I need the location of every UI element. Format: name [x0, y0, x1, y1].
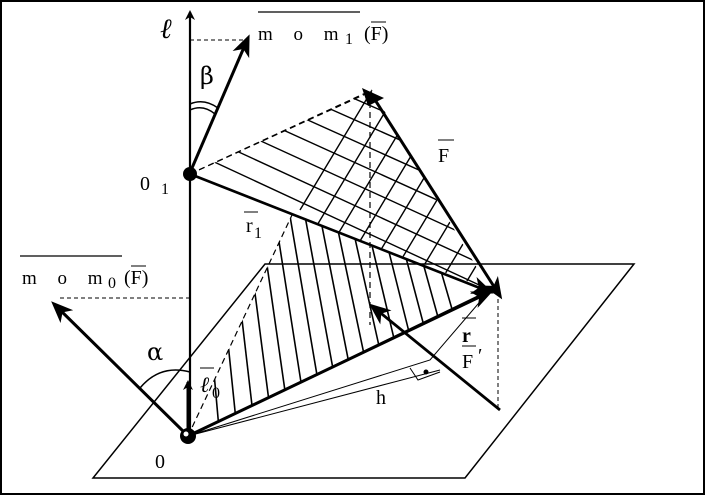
h-line [187, 369, 441, 437]
lower-hatch [199, 215, 490, 436]
beta-label: β [200, 62, 214, 90]
svg-text:0: 0 [140, 173, 150, 195]
point-O [180, 428, 196, 444]
o1-label: 0 1 [140, 173, 169, 198]
l0-label: ℓ 0 [200, 367, 220, 402]
h-label: h [376, 387, 386, 409]
right-angle-dot [423, 369, 429, 375]
svg-text:F: F [462, 351, 473, 373]
alpha-arc [139, 369, 191, 389]
svg-text:′: ′ [478, 345, 482, 367]
svg-text:1: 1 [254, 225, 262, 242]
force-F-label: F [438, 139, 454, 167]
r-vector [187, 290, 494, 438]
origin-label: 0 [155, 451, 165, 473]
force-F-vector [368, 91, 503, 300]
r1-vector [189, 172, 494, 294]
svg-text:(F): (F) [124, 267, 148, 289]
beta-arc-inner [189, 107, 216, 115]
svg-text:0: 0 [108, 275, 116, 292]
svg-text:1: 1 [161, 181, 169, 198]
svg-text:1: 1 [345, 31, 353, 48]
mom-o-label: m o m 0 (F) [20, 255, 148, 292]
svg-text:m o m: m o m [22, 268, 111, 289]
mom-o1-label: m o m 1 (F) [258, 11, 388, 48]
r1-label: r 1 [244, 211, 262, 242]
mom-o1-vector [190, 34, 250, 169]
point-O-highlight [183, 431, 189, 437]
svg-text:ℓ: ℓ [200, 373, 210, 398]
mom-o-vector [51, 301, 188, 436]
alpha-label: α [147, 338, 163, 366]
r-label: r [462, 317, 476, 347]
right-angle-mark [409, 367, 441, 381]
point-O1 [183, 167, 197, 181]
axis-l-label: ℓ [160, 12, 172, 45]
o1-to-force-tail [189, 91, 371, 175]
svg-text:r: r [246, 215, 253, 237]
svg-text:m o m: m o m [258, 24, 347, 45]
force-F-prime-label: F ′ [462, 345, 482, 373]
svg-text:r: r [462, 325, 471, 347]
svg-text:(F): (F) [364, 23, 388, 45]
svg-text:0: 0 [212, 385, 220, 402]
beta-arc [189, 101, 219, 109]
lower-triangle-left-edge [187, 214, 293, 437]
base-plane [91, 263, 636, 479]
force-F-prime-vector [368, 303, 501, 412]
svg-text:F: F [438, 145, 449, 167]
